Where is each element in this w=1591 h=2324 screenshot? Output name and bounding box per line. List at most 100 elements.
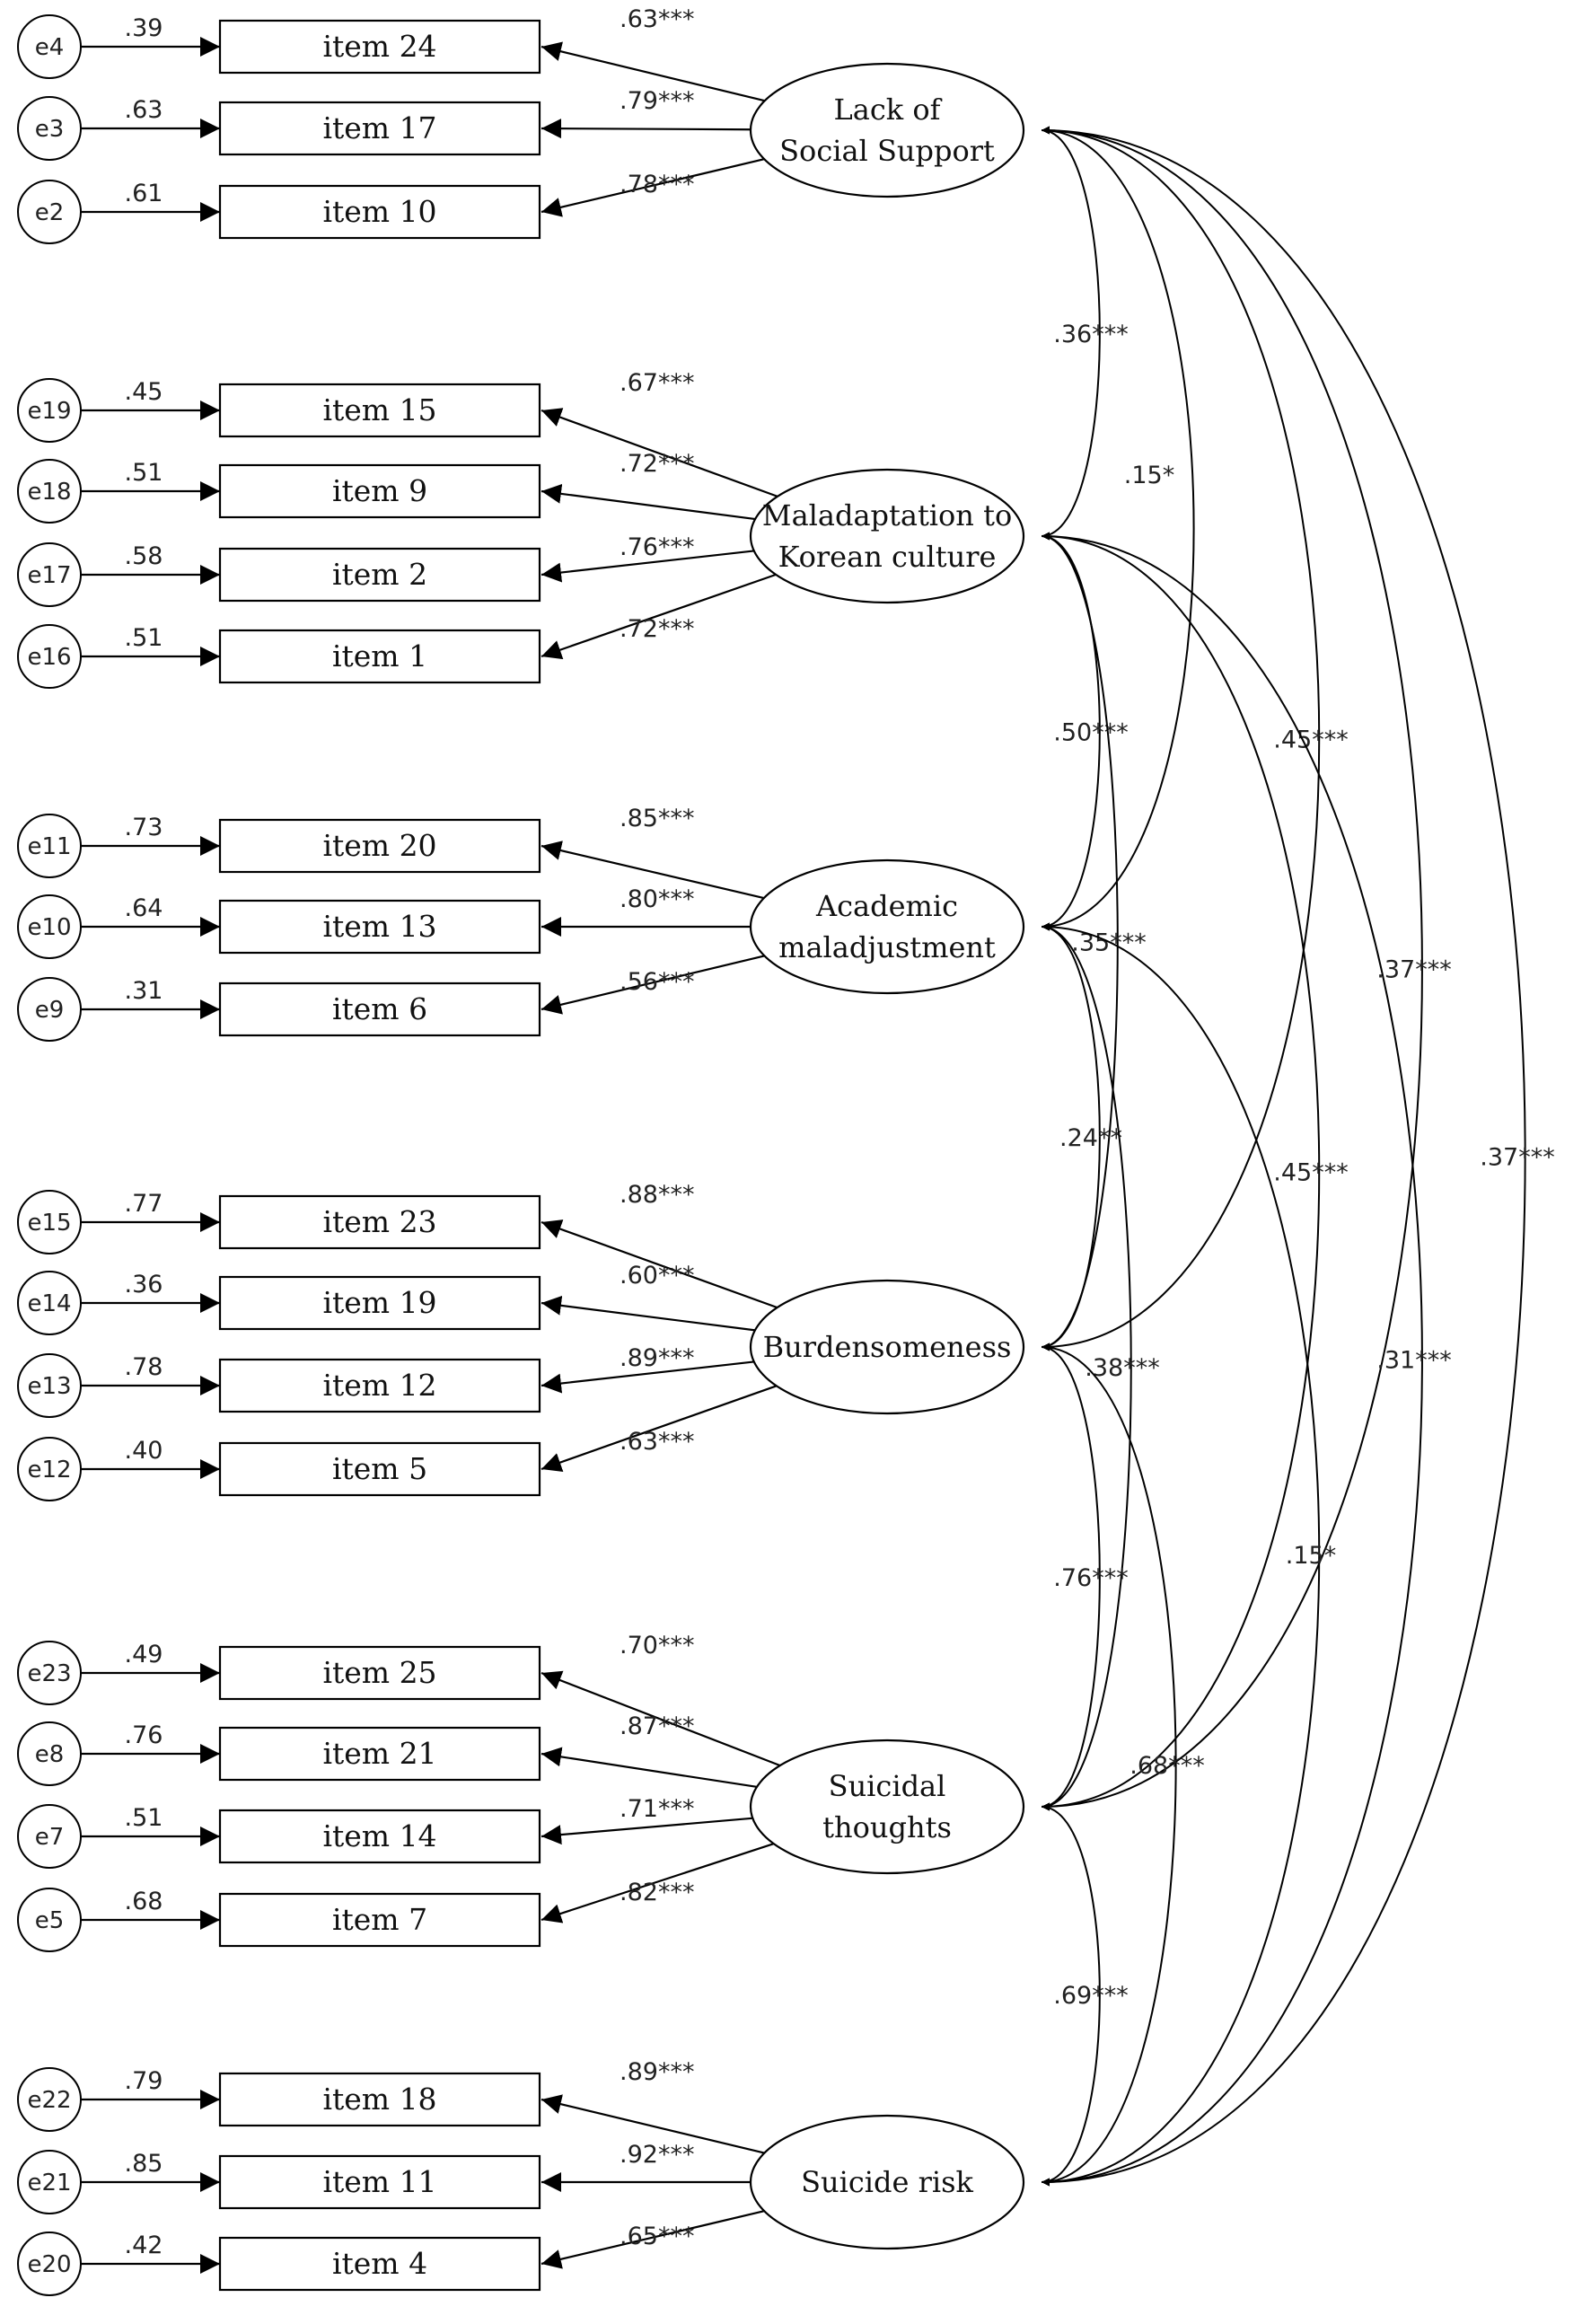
- r-squared-e12: .40: [125, 1437, 163, 1465]
- error-label-e19: e19: [27, 398, 71, 425]
- r-squared-e10: .64: [125, 894, 163, 922]
- indicator-box: [218, 547, 541, 603]
- correlation-value: .38***: [1085, 1354, 1159, 1382]
- r-squared-e8: .76: [125, 1721, 163, 1749]
- error-label-e23: e23: [27, 1660, 71, 1687]
- error-label-e18: e18: [27, 479, 71, 506]
- correlation-arc-acad-thoughts: [1041, 922, 1132, 1811]
- indicator-label: item 15: [322, 392, 436, 427]
- correlation-value: .15*: [1124, 462, 1174, 489]
- correlation-arc-lack-acad: [1041, 126, 1195, 931]
- latent-factor-label: Burdensomeness: [763, 1330, 1012, 1364]
- latent-factor-label: Suicidal: [829, 1769, 946, 1803]
- error-label-e4: e4: [35, 34, 65, 61]
- loading-path: [541, 408, 780, 498]
- correlation-arc-lack-malad: [1041, 126, 1101, 541]
- r-squared-e15: .77: [125, 1190, 163, 1218]
- correlation-arc-malad-thoughts: [1041, 532, 1321, 1811]
- correlation-value: .24**: [1059, 1124, 1122, 1152]
- latent-factor-thoughts: [749, 1739, 1025, 1875]
- loading-path: [541, 157, 767, 217]
- error-label-e11: e11: [27, 833, 71, 860]
- factor-loading: .56***: [620, 968, 694, 996]
- loading-path: [541, 119, 753, 139]
- loading-path: [541, 573, 778, 660]
- latent-factor-label: maladjustment: [778, 930, 996, 964]
- loading-path: [541, 550, 757, 583]
- correlation-value: .50***: [1053, 719, 1128, 747]
- error-label-e15: e15: [27, 1210, 71, 1237]
- correlation-arc-lack-thoughts: [1041, 126, 1423, 1811]
- error-label-e7: e7: [35, 1824, 65, 1851]
- factor-loading: .60***: [620, 1262, 694, 1290]
- factor-loading: .82***: [620, 1879, 694, 1906]
- indicator-label: item 9: [332, 473, 427, 508]
- loading-path: [541, 1384, 778, 1473]
- indicator-label: item 13: [322, 909, 436, 944]
- loading-path: [541, 41, 768, 102]
- correlation-value: .15*: [1286, 1542, 1336, 1570]
- correlation-layer: .36***.15*.45***.37***.37***.50***.35***…: [1041, 126, 1555, 2187]
- indicator-box: [218, 2154, 541, 2210]
- error-label-e9: e9: [35, 997, 65, 1024]
- latent-factor-label: thoughts: [822, 1810, 952, 1844]
- correlation-arc-malad-risk: [1041, 532, 1423, 2187]
- indicator-box: [218, 899, 541, 955]
- r-squared-e22: .79: [125, 2067, 163, 2095]
- indicator-label: item 18: [322, 2082, 436, 2117]
- correlation-arc-burden-thoughts: [1041, 1342, 1101, 1811]
- correlation-arc-lack-risk: [1041, 126, 1526, 2187]
- indicator-label: item 24: [322, 29, 436, 64]
- factor-loading: .65***: [620, 2223, 694, 2250]
- indicator-box: [218, 1809, 541, 1864]
- indicator-label: item 7: [332, 1902, 427, 1937]
- correlation-value: .37***: [1480, 1144, 1554, 1172]
- latent-factor-lack: [749, 62, 1025, 198]
- r-squared-e16: .51: [125, 624, 163, 652]
- factor-loading: .79***: [620, 87, 694, 115]
- indicator-box: [218, 383, 541, 438]
- correlation-arc-burden-risk: [1041, 1342, 1177, 2187]
- factor-loading: .87***: [620, 1712, 694, 1740]
- factor-loading: .76***: [620, 533, 694, 561]
- indicator-label: item 11: [322, 2164, 436, 2199]
- correlation-value: .76***: [1053, 1564, 1128, 1592]
- latent-factor-burden: [749, 1279, 1025, 1415]
- error-label-e17: e17: [27, 562, 71, 589]
- error-label-e22: e22: [27, 2087, 71, 2114]
- factor-loading: .89***: [620, 2058, 694, 2086]
- r-squared-e5: .68: [125, 1888, 163, 1915]
- factor-loading: .63***: [620, 5, 694, 33]
- correlation-value: .31***: [1376, 1347, 1451, 1375]
- loading-path: [541, 1295, 758, 1332]
- factor-loading: .67***: [620, 369, 694, 397]
- r-squared-e17: .58: [125, 542, 163, 570]
- indicator-box: [218, 1194, 541, 1250]
- r-squared-e9: .31: [125, 977, 163, 1005]
- indicator-box: [218, 1892, 541, 1948]
- r-squared-e4: .39: [125, 14, 163, 42]
- indicator-box: [218, 2072, 541, 2127]
- factor-loading: .88***: [620, 1181, 694, 1209]
- correlation-value: .69***: [1053, 1982, 1128, 2010]
- indicator-box: [218, 1645, 541, 1701]
- correlation-value: .36***: [1053, 321, 1128, 348]
- r-squared-e19: .45: [125, 378, 163, 406]
- factor-loading: .71***: [620, 1795, 694, 1823]
- loading-path: [541, 2209, 767, 2269]
- indicator-box: [218, 1441, 541, 1497]
- latent-factor-label: Lack of: [834, 92, 943, 127]
- loading-path: [541, 1842, 776, 1923]
- loading-path: [541, 1747, 760, 1789]
- r-squared-e20: .42: [125, 2232, 163, 2259]
- loading-path: [541, 1219, 779, 1309]
- latent-factor-label: Maladaptation to: [762, 498, 1012, 533]
- correlation-arc-malad-acad: [1041, 532, 1101, 931]
- factor-loading: .89***: [620, 1344, 694, 1372]
- r-squared-e2: .61: [125, 180, 163, 207]
- indicator-label: item 10: [322, 194, 436, 229]
- latent-factor-label: Suicide risk: [801, 2165, 973, 2199]
- indicator-box: [218, 184, 541, 240]
- indicator-box: [218, 463, 541, 519]
